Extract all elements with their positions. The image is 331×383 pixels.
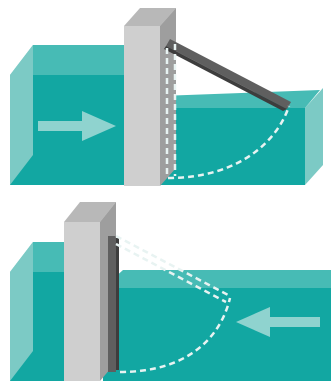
right-water-side: [305, 88, 323, 185]
gate-bar: [166, 39, 291, 109]
wall-front: [64, 222, 100, 381]
left-water-top: [10, 45, 126, 75]
wall-front: [124, 26, 160, 186]
gate-swing-arc: [119, 297, 232, 374]
right-water-top: [103, 270, 331, 288]
bottom-panel: [10, 202, 331, 381]
flow-arrow-right-icon: [38, 111, 116, 141]
left-water-side: [10, 45, 33, 185]
wall-top: [124, 8, 176, 26]
gate-bar-edge: [164, 46, 287, 111]
top-panel: [10, 8, 323, 186]
wall-top: [64, 202, 116, 222]
gate-bar: [108, 236, 116, 372]
gate-swing-arc: [167, 105, 291, 180]
flow-arrow-left-icon: [236, 307, 320, 337]
gate-open-outline: [115, 242, 227, 304]
gate-open-outline: [115, 234, 231, 298]
left-water-side: [10, 242, 33, 381]
right-water-front: [160, 108, 305, 185]
right-water-front: [103, 288, 331, 381]
gate-bar-edge: [116, 238, 119, 370]
